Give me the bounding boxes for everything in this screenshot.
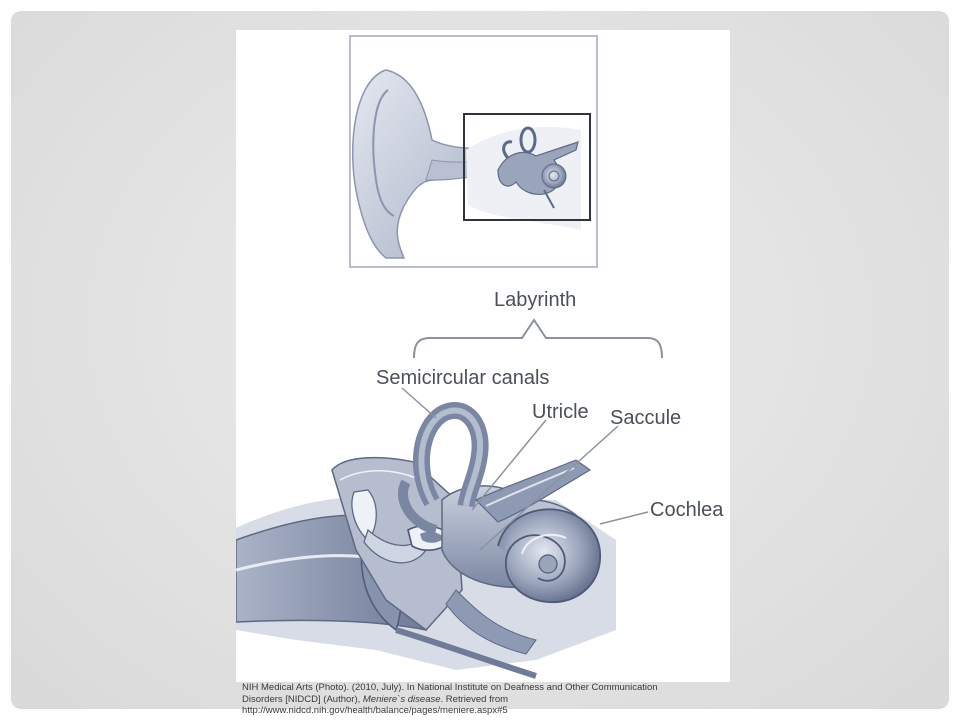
citation-title: Meniere`s disease [362,693,441,705]
citation-line-2: Disorders [NIDCD] (Author), Meniere`s di… [242,694,742,706]
outer-ear-inset [349,35,598,268]
inner-ear-illustration [236,402,616,679]
label-cochlea: Cochlea [650,499,724,521]
ear-anatomy-illustration: Labyrinth Semicircular canals Utricle Sa… [236,35,724,679]
leader-lines [401,387,649,551]
image-citation: NIH Medical Arts (Photo). (2010, July). … [242,682,742,717]
labyrinth-bracket [413,318,663,359]
label-semicircular-canals: Semicircular canals [376,367,549,389]
label-utricle: Utricle [532,401,589,423]
citation-line-1: NIH Medical Arts (Photo). (2010, July). … [242,682,658,693]
ear-anatomy-figure: Labyrinth Semicircular canals Utricle Sa… [236,30,730,682]
label-labyrinth: Labyrinth [494,289,576,311]
citation-retrieved: . Retrieved from [440,693,509,705]
label-saccule: Saccule [610,407,681,429]
citation-author: Disorders [NIDCD] (Author), [242,693,363,705]
citation-url: http://www.nidcd.nih.gov/health/balance/… [242,705,508,716]
